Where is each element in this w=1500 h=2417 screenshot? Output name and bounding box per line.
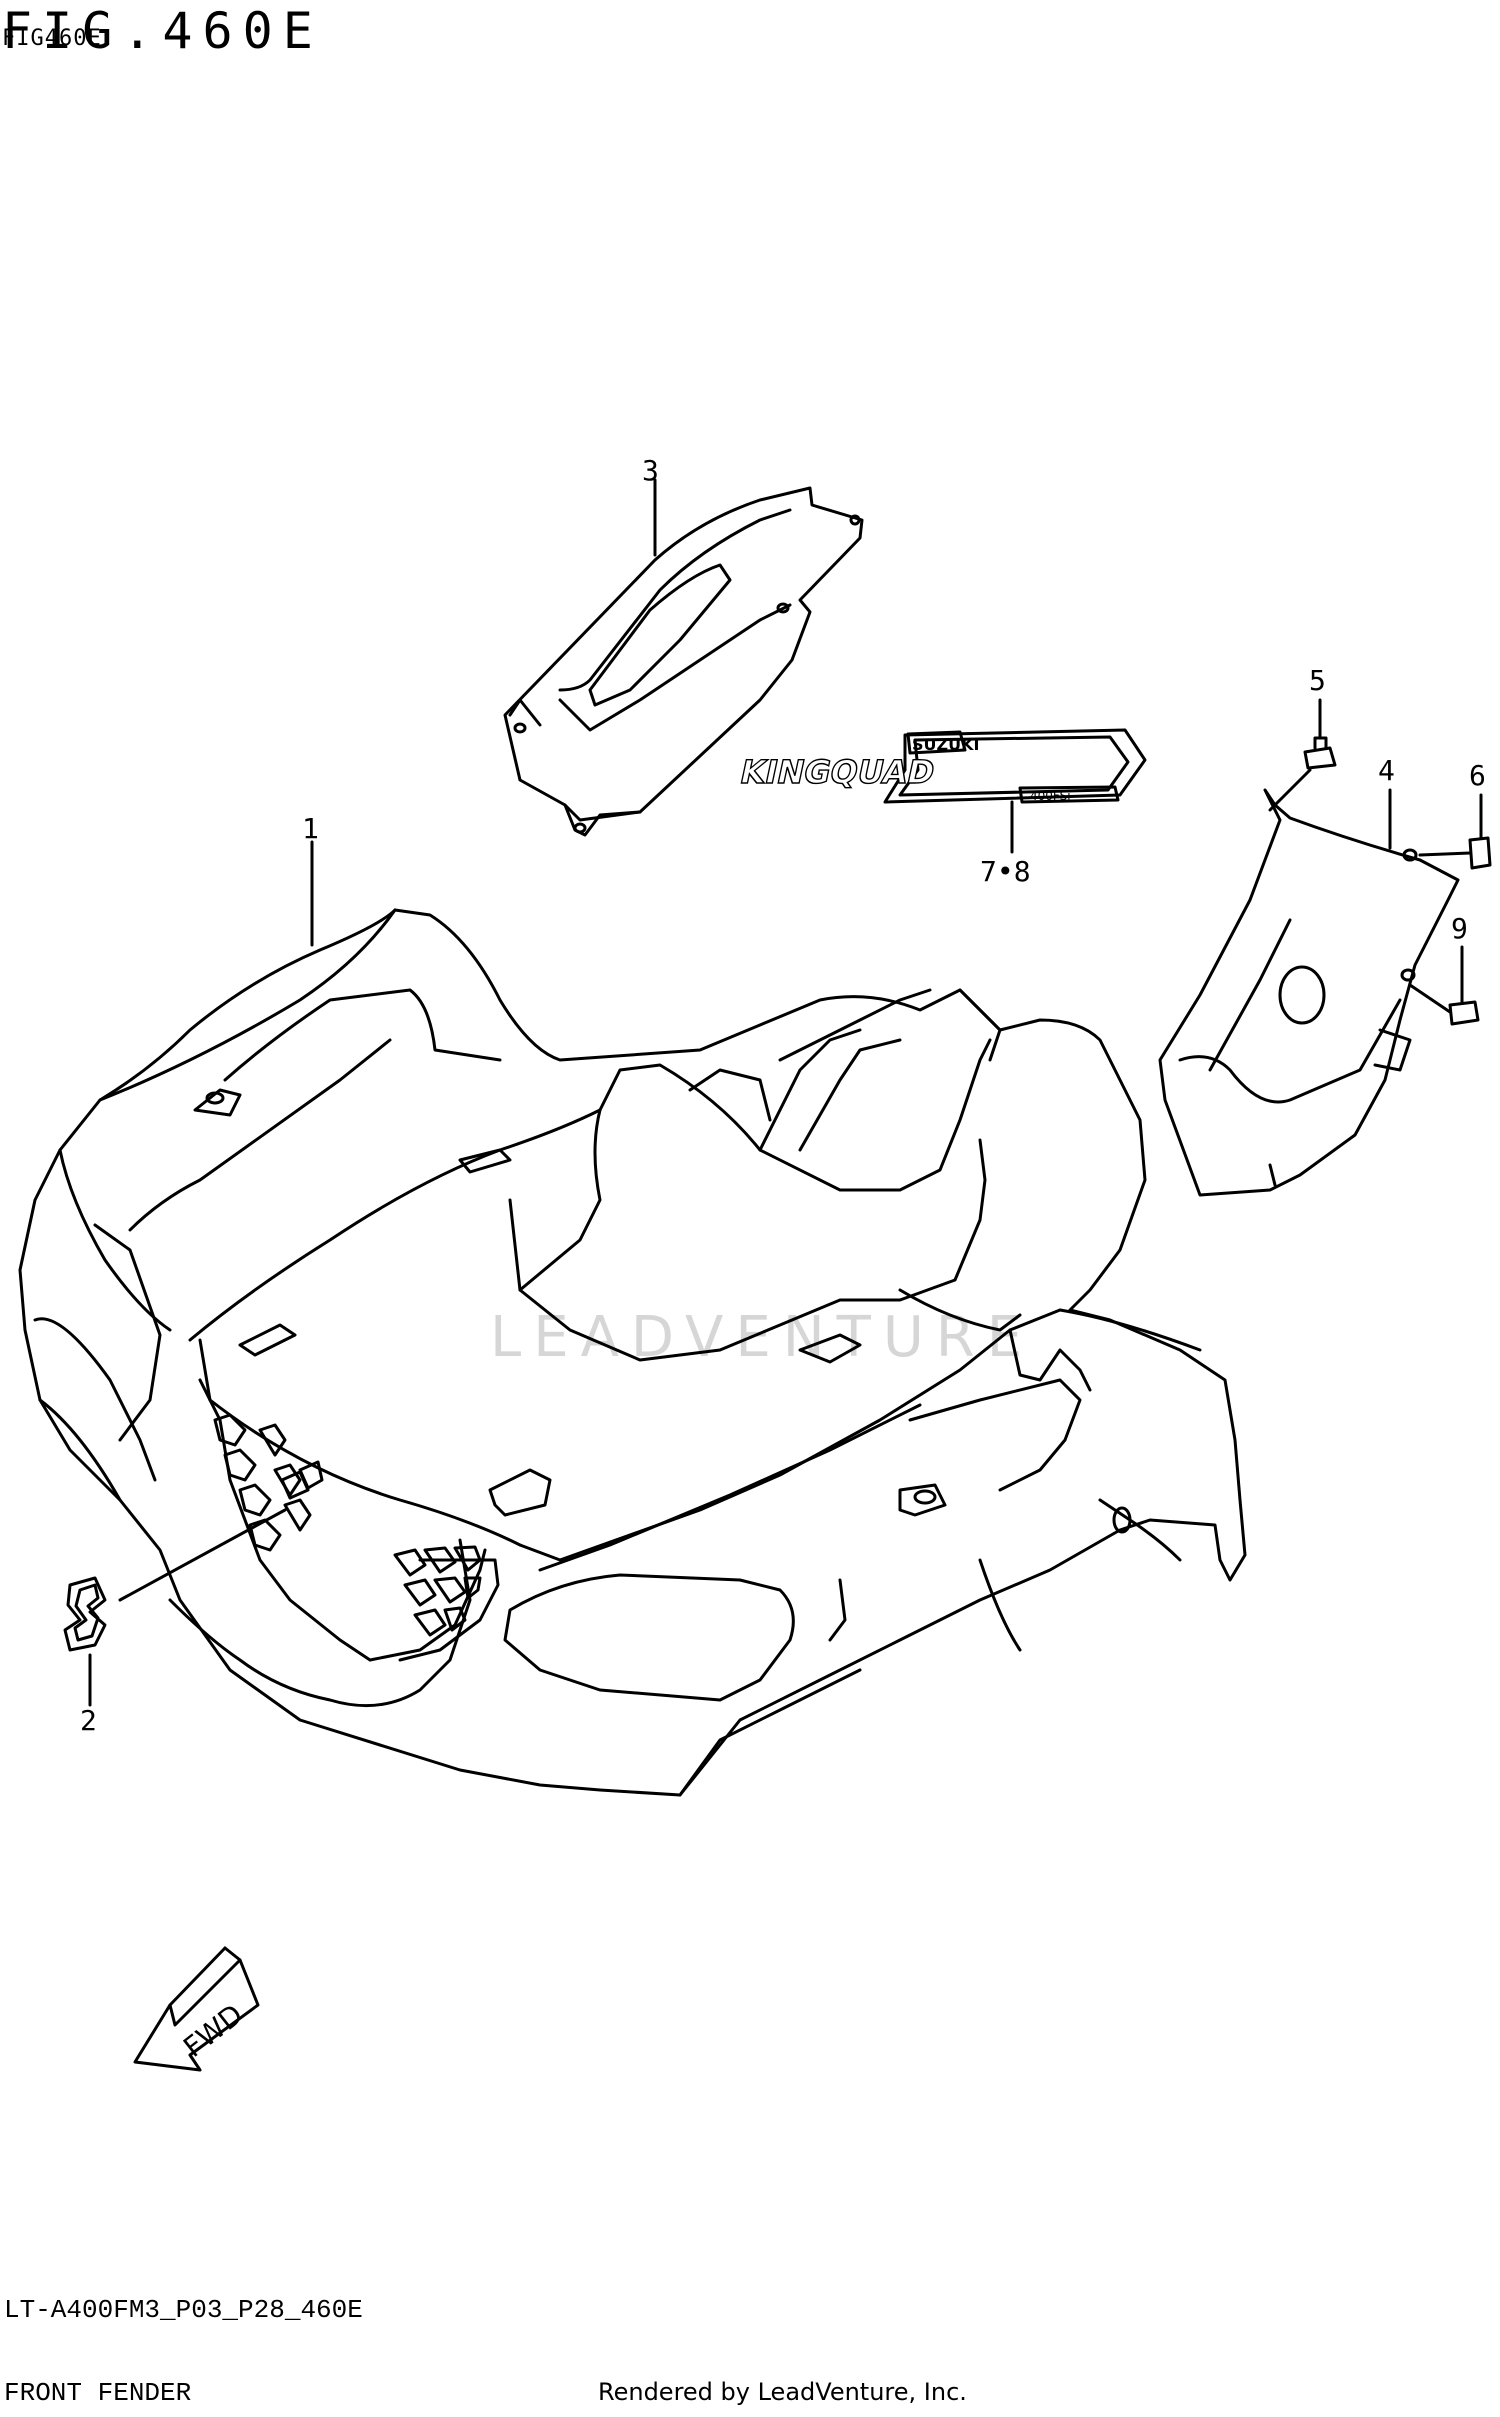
callout-2: 2 xyxy=(80,1704,97,1737)
fwd-arrow-label: FWD xyxy=(177,1998,249,2064)
part-3-inner-panel[interactable] xyxy=(503,486,864,837)
callout-7-8: 7•8 xyxy=(980,855,1031,888)
watermark-text: LEADVENTURE xyxy=(490,1305,1035,1370)
model-code: LT-A400FM3_P03_P28_460E xyxy=(4,2295,363,2325)
part-1-front-fender[interactable] xyxy=(18,908,1247,1797)
part-4-side-panel[interactable] xyxy=(1158,788,1460,1197)
callout-5: 5 xyxy=(1309,664,1326,697)
part-5-clip[interactable] xyxy=(1303,736,1337,770)
part-6-screw[interactable] xyxy=(1418,836,1492,870)
diagram-title: FRONT FENDER xyxy=(4,2378,192,2408)
part-5-leader xyxy=(1268,768,1312,812)
part-2-pointer-line xyxy=(118,1508,287,1602)
figure-label-small: FIG460E xyxy=(2,26,102,51)
callout-4: 4 xyxy=(1378,754,1395,787)
callout-9: 9 xyxy=(1451,912,1468,945)
render-credit: Rendered by LeadVenture, Inc. xyxy=(598,2378,967,2406)
callout-6: 6 xyxy=(1469,759,1486,792)
callout-1: 1 xyxy=(302,812,319,845)
part-2-emblem[interactable] xyxy=(63,1576,107,1652)
part-7-8-decal[interactable] xyxy=(883,728,1147,804)
decal-series-text: 400FSi xyxy=(1030,789,1071,803)
callout-3: 3 xyxy=(642,454,659,487)
decal-model-text: KINGQUAD xyxy=(737,753,938,791)
decal-brand-text: SUZUKI xyxy=(912,735,979,754)
part-9-screw[interactable] xyxy=(1408,983,1480,1026)
fwd-arrow-icon xyxy=(133,1946,260,2072)
figure-label: FIG.460E xyxy=(2,2,323,60)
